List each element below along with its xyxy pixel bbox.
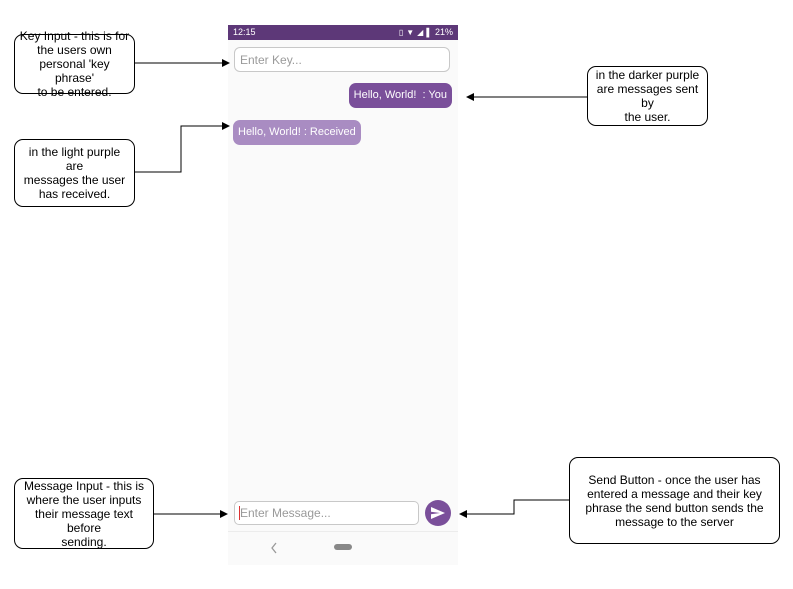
battery-percent: 21%: [434, 27, 453, 37]
arrow-received-messages: [135, 122, 230, 173]
send-icon: [431, 507, 445, 519]
phone-screen: 12:15 ▯ ▼ ◢ ▌ 21% Hello, World! : You He…: [228, 25, 458, 565]
home-pill-icon[interactable]: [334, 544, 352, 550]
signal-icon: ◢: [417, 28, 424, 37]
battery-icon: ▌: [426, 28, 432, 37]
callout-send-button: Send Button - once the user has entered …: [569, 457, 780, 544]
send-button[interactable]: [425, 500, 451, 526]
callout-message-input: Message Input - this is where the user i…: [14, 478, 154, 549]
status-time: 12:15: [233, 27, 256, 37]
back-chevron-icon[interactable]: [270, 542, 278, 554]
key-input[interactable]: [234, 47, 450, 72]
callout-received-messages: in the light purple are messages the use…: [14, 139, 135, 207]
status-icons: ▯ ▼ ◢ ▌ 21%: [399, 25, 453, 40]
vibrate-icon: ▯: [398, 28, 404, 37]
sent-message-bubble: Hello, World! : You: [348, 83, 452, 108]
nav-bar: [228, 531, 458, 565]
arrow-send-button: [459, 499, 569, 518]
status-bar: 12:15 ▯ ▼ ◢ ▌ 21%: [228, 25, 458, 40]
callout-sent-messages: in the darker purple are messages sent b…: [587, 66, 708, 126]
text-caret: [239, 506, 240, 520]
wifi-icon: ▼: [406, 28, 415, 37]
message-input[interactable]: [234, 501, 419, 525]
received-message-bubble: Hello, World! : Received: [233, 120, 361, 145]
